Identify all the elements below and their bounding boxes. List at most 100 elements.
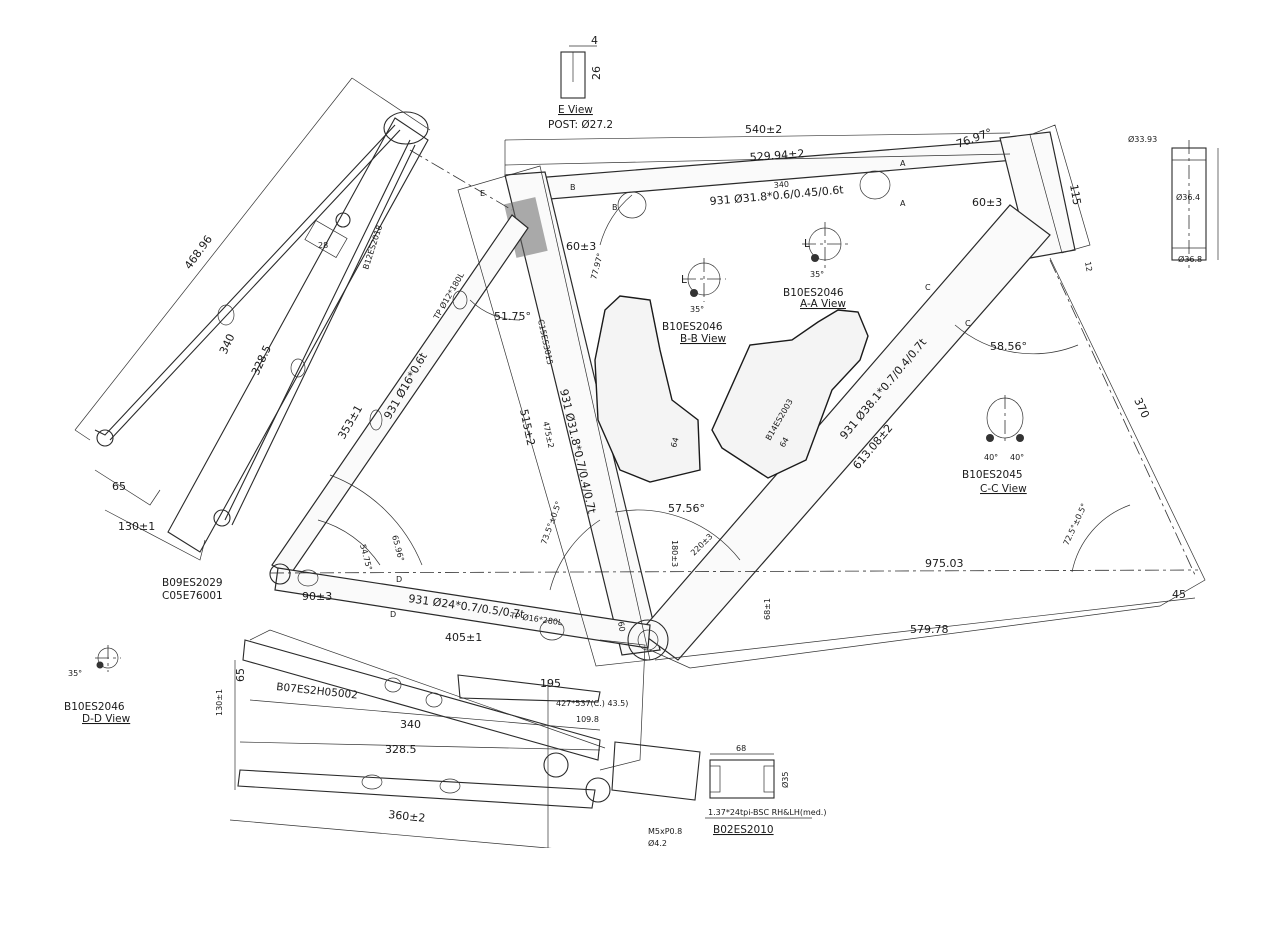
label-c1: C [925, 283, 931, 292]
dim-405: 405±1 [445, 631, 482, 644]
dim-360: 360±2 [388, 808, 426, 825]
head-phi-top: Ø33.93 [1128, 134, 1157, 144]
dim-475: 475±2 [541, 421, 555, 449]
rear-dropout [269, 563, 291, 585]
dim-28: 28 [318, 241, 328, 250]
dim-65-rear: 65 [112, 480, 126, 493]
dim-579: 579.78 [910, 623, 949, 636]
dim-45: 45 [1172, 588, 1186, 601]
dropout-part-1: B09ES2029 [162, 577, 223, 589]
bb-l: L [681, 274, 687, 286]
dim-370: 370 [1131, 396, 1152, 421]
e-view: 4 26 E View POST: Ø27.2 [548, 34, 613, 131]
dim-65-chain: 65 [234, 668, 247, 682]
dd-part: B10ES2046 [64, 701, 125, 713]
head-phi-mid: Ø36.4 [1176, 192, 1200, 202]
label-b2: B [570, 183, 576, 192]
dim-68: 68±1 [763, 598, 772, 620]
dim-328-rear: 328.5 [249, 343, 274, 377]
label-d2: D [390, 610, 396, 619]
angle-54: 54.75° [358, 543, 374, 571]
phi42-label: Ø4.2 [648, 838, 667, 848]
axle-line [269, 569, 1199, 574]
bb-view-part: B10ES2046 [662, 321, 723, 333]
bottom-band [0, 848, 1284, 925]
down-tube [639, 204, 1051, 661]
dim-60-top: 60±3 [972, 196, 1002, 209]
rear-stay-view [74, 77, 513, 561]
label-c2: C [965, 319, 971, 328]
bb-part: B02ES2010 [713, 824, 774, 836]
chain-note: 427*537(C.) 43.5) [556, 699, 628, 708]
section-aa: L 35° B10ES2046 A-A View [783, 222, 848, 310]
dim-130-rear: 130±1 [118, 520, 155, 533]
angle-77: 77.97° [589, 252, 605, 280]
dim-975: 975.03 [925, 557, 964, 570]
bb-shell-detail: 68 Ø35 1.37*24tpi-BSC RH&LH(med.) B02ES2… [705, 744, 826, 836]
water-bottle-1: 64 [594, 295, 701, 483]
dim-340-top: 340 [773, 180, 789, 190]
angle-58: 58.56° [990, 340, 1027, 353]
bb-view-title: B-B View [680, 333, 726, 345]
e-view-post: POST: Ø27.2 [548, 119, 613, 131]
head-tube-detail: Ø33.93 Ø36.4 Ø36.8 [1128, 134, 1219, 268]
dim-515: 515±2 [517, 408, 537, 447]
dropout-part-2: C05E76001 [162, 590, 223, 602]
seat-stay-label: 931 Ø16*0.6t [381, 350, 430, 422]
angle-57: 57.56° [668, 502, 705, 515]
chain-stay-detail [229, 629, 701, 851]
bb-dim-35: Ø35 [780, 772, 790, 788]
dim-90: 90±3 [302, 590, 332, 603]
dim-540: 540±2 [745, 123, 782, 136]
bottle-1-dim: 64 [778, 436, 791, 449]
chain-guard [457, 674, 601, 703]
section-dd: 35° B10ES2046 D-D View [64, 645, 131, 725]
angle-73: 73.5°±0.5° [539, 500, 563, 546]
dim-180: 180±3 [670, 540, 679, 567]
section-bb: L 35° B10ES2046 B-B View [662, 258, 726, 345]
aa-title: A-A View [800, 298, 846, 310]
label-a1: A [900, 159, 906, 168]
section-cc: 40° 40° B10ES2045 C-C View [962, 395, 1027, 495]
dim-328-chain: 328.5 [385, 743, 417, 756]
dim-340-chain: 340 [400, 718, 421, 731]
cc-angle-r: 40° [1010, 453, 1024, 462]
e-view-dim-h: 26 [590, 66, 603, 80]
cc-angle-l: 40° [984, 453, 998, 462]
dim-12: 12 [1083, 261, 1094, 273]
frame-lines [269, 124, 1206, 669]
bb-dim-68: 68 [736, 744, 746, 753]
cc-part: B10ES2045 [962, 469, 1023, 481]
aa-l: L [804, 238, 810, 250]
dim-195: 195 [540, 677, 561, 690]
angle-65: 65.96° [390, 534, 406, 562]
bb-angle: 35° [690, 305, 704, 314]
dim-130-chain: 130±1 [215, 689, 224, 716]
water-bottle-2: B14ES2003 64 [711, 309, 869, 479]
dim-115: 115 [1067, 183, 1083, 206]
e-view-title: E View [558, 104, 593, 116]
seat-tube [504, 171, 661, 656]
dim-60-chain: 60 [616, 621, 627, 633]
e-view-dim-w: 4 [591, 34, 598, 47]
dim-109: 109.8 [576, 715, 599, 724]
bottle-2-dim: 64 [669, 436, 680, 448]
dim-60-left: 60±3 [566, 240, 596, 253]
aa-part: B10ES2046 [783, 287, 844, 299]
aa-angle: 35° [810, 270, 824, 279]
label-e: E [480, 189, 485, 198]
label-a2: A [900, 199, 906, 208]
dd-title: D-D View [82, 713, 131, 725]
label-d1: D [396, 575, 402, 584]
label-b1: B [612, 203, 618, 212]
dd-angle: 35° [68, 669, 82, 678]
angle-51: 51.75° [494, 310, 531, 323]
bb-thread: 1.37*24tpi-BSC RH&LH(med.) [708, 808, 826, 817]
head-phi-bot: Ø36.8 [1178, 254, 1202, 264]
m5-label: M5xP0.8 [648, 827, 682, 836]
dim-529: 529.94±2 [749, 147, 804, 164]
dim-468: 468.96 [182, 233, 215, 272]
chain-detail-part: B07ES2H05002 [276, 681, 359, 701]
brake-part: B12ES2018 [361, 224, 384, 271]
